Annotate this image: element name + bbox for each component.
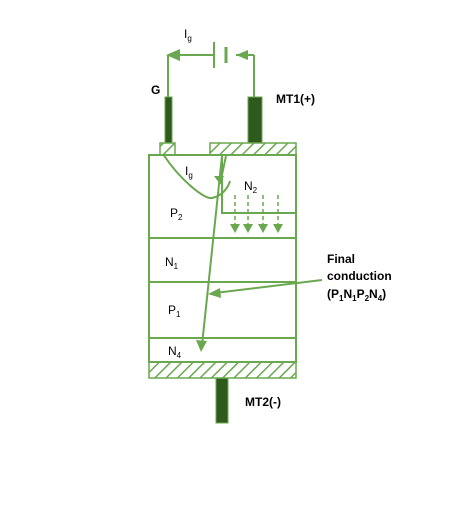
mt2-electrode <box>215 377 229 424</box>
ig-top-label: Ig <box>184 27 192 43</box>
final-caption-line2: conduction <box>327 269 392 283</box>
injection-arrowheads <box>230 224 283 233</box>
battery-arrow <box>236 50 248 60</box>
main-conduction-line <box>201 155 223 346</box>
gate-electrode <box>164 96 173 144</box>
n4-label: N4 <box>168 344 182 360</box>
mt1-label: MT1(+) <box>276 92 315 106</box>
mt1-contact <box>209 142 297 156</box>
injection-head-4 <box>273 224 283 233</box>
final-conduction-pointer <box>214 279 323 294</box>
mt2-label: MT2(-) <box>245 395 281 409</box>
gate-contact <box>159 142 176 156</box>
n2-injection-arrows <box>234 195 279 226</box>
ig-direction-arrow <box>166 49 180 61</box>
final-caption-line1: Final <box>327 252 355 266</box>
injection-head-2 <box>243 224 253 233</box>
gate-current-path <box>162 153 231 200</box>
n2-label: N2 <box>244 179 258 195</box>
mt2-contact <box>148 361 297 379</box>
ig-inner-label: Ig <box>185 164 193 180</box>
gate-current-circuit <box>167 42 255 98</box>
final-conduction-caption: Final conduction (P1N1P2N4) <box>327 252 392 303</box>
gate-label: G <box>151 83 160 97</box>
semiconductor-layers <box>148 154 297 363</box>
p2-label: P2 <box>170 206 183 222</box>
mt1-electrode <box>247 96 263 144</box>
injection-head-3 <box>258 224 268 233</box>
main-conduction-head <box>196 340 207 352</box>
final-caption-line3: (P1N1P2N4) <box>327 287 386 303</box>
injection-head-1 <box>230 224 240 233</box>
final-conduction-pointer-head <box>208 288 221 298</box>
n2-region <box>221 155 296 214</box>
p1-label: P1 <box>168 303 181 319</box>
n1-label: N1 <box>165 255 179 271</box>
